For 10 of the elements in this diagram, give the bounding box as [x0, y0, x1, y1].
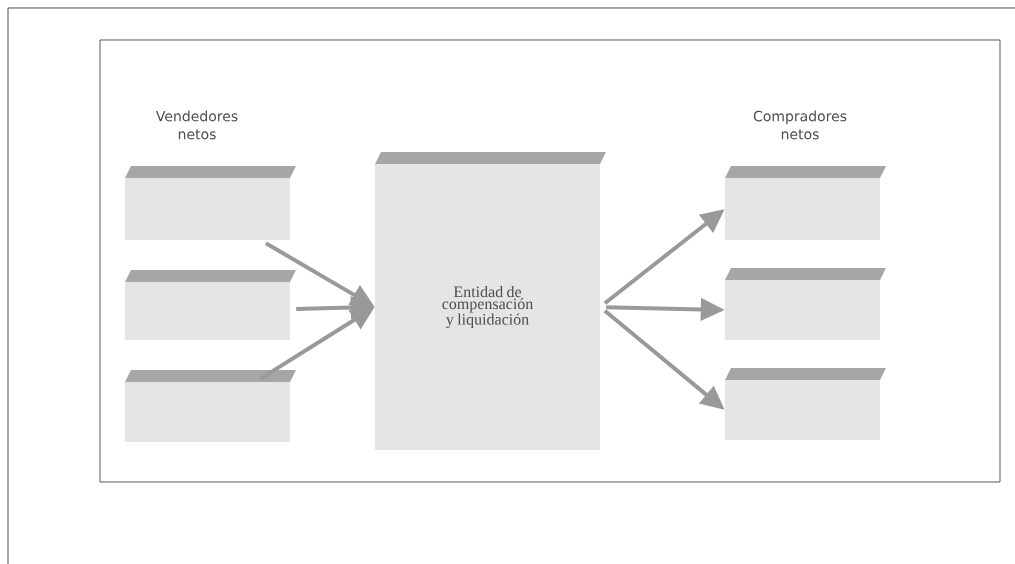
block	[725, 166, 886, 240]
block	[725, 268, 886, 340]
column-heading: Compradores netos	[753, 110, 847, 140]
block: Entidad de compensación y liquidación	[375, 152, 606, 450]
block	[125, 370, 296, 442]
block	[125, 270, 296, 340]
block	[725, 368, 886, 440]
block	[125, 166, 296, 240]
frame-box	[99, 39, 1001, 483]
column-heading: Vendedores netos	[156, 110, 238, 140]
